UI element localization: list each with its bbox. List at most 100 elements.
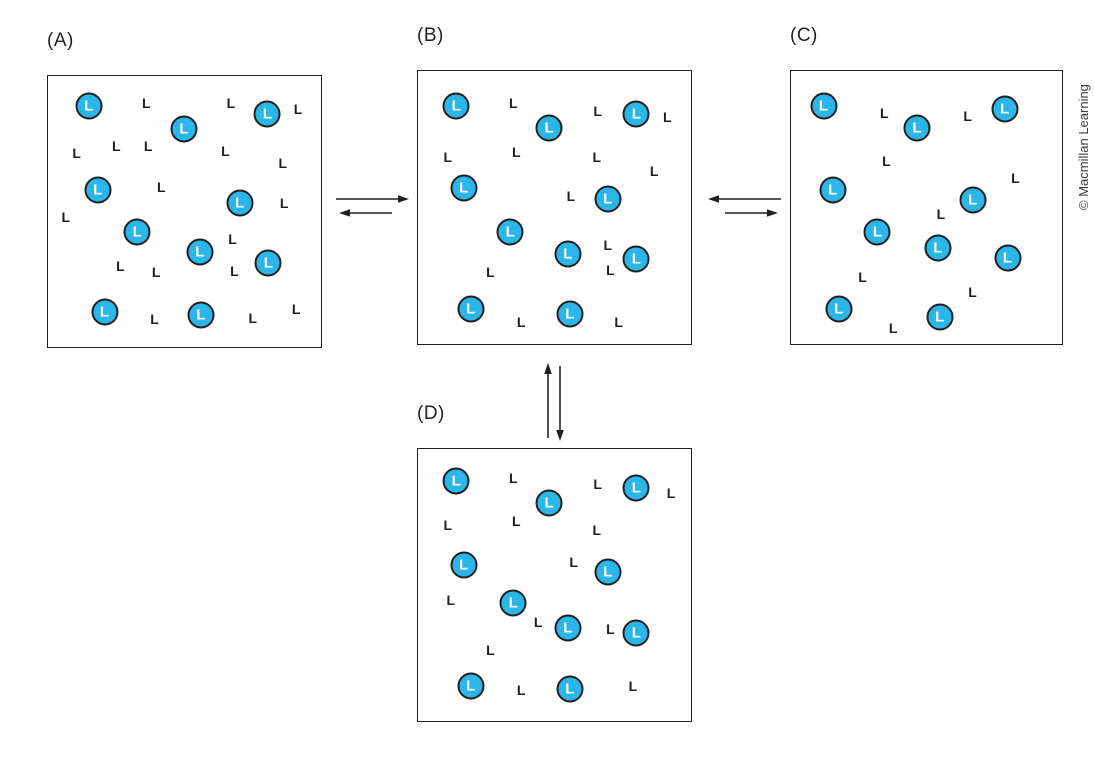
- bound-ligand-icon: L: [442, 92, 470, 120]
- free-ligand-label: L: [508, 469, 518, 486]
- bound-ligand-icon: L: [903, 114, 931, 142]
- bound-ligand-icon: L: [254, 249, 282, 277]
- free-ligand-label: L: [150, 311, 159, 328]
- free-ligand-label: L: [141, 95, 151, 112]
- free-ligand-label: L: [446, 591, 456, 608]
- free-ligand-label: L: [662, 108, 672, 125]
- bound-ligand-icon: L: [994, 244, 1022, 272]
- free-ligand-label: L: [116, 257, 125, 274]
- free-ligand-label: L: [858, 269, 867, 286]
- equilibrium-arrow-b-c: [708, 195, 781, 217]
- bound-ligand-icon: L: [556, 300, 584, 328]
- bound-ligand-icon: L: [123, 218, 151, 246]
- bound-ligand-icon: L: [594, 185, 622, 213]
- free-ligand-label: L: [592, 522, 602, 539]
- free-ligand-label: L: [111, 138, 121, 155]
- free-ligand-label: L: [61, 208, 71, 225]
- bound-ligand-icon: L: [187, 301, 215, 329]
- bound-ligand-icon: L: [556, 675, 584, 703]
- credit-text: © Macmillan Learning: [1076, 84, 1091, 210]
- free-ligand-label: L: [143, 138, 153, 155]
- bound-ligand-icon: L: [554, 240, 582, 268]
- bound-ligand-icon: L: [926, 303, 954, 331]
- free-ligand-label: L: [248, 310, 258, 327]
- free-ligand-label: L: [293, 100, 303, 117]
- bound-ligand-icon: L: [554, 614, 582, 642]
- free-ligand-label: L: [614, 314, 623, 331]
- bound-ligand-icon: L: [535, 489, 563, 517]
- free-ligand-label: L: [569, 554, 578, 571]
- bound-ligand-icon: L: [450, 551, 478, 579]
- free-ligand-label: L: [516, 314, 526, 331]
- bound-ligand-icon: L: [622, 619, 650, 647]
- free-ligand-label: L: [666, 484, 676, 501]
- free-ligand-label: L: [963, 107, 972, 124]
- free-ligand-label: L: [649, 163, 659, 180]
- bound-ligand-icon: L: [819, 176, 847, 204]
- free-ligand-label: L: [606, 262, 615, 279]
- bound-ligand-icon: L: [457, 295, 485, 322]
- bound-ligand-icon: L: [959, 186, 987, 214]
- panel-label-d: (D): [417, 403, 445, 424]
- bound-ligand-icon: L: [863, 218, 891, 246]
- panel-label-a: (A): [47, 30, 74, 51]
- free-ligand-label: L: [516, 681, 526, 698]
- free-ligand-label: L: [566, 188, 576, 205]
- free-ligand-label: L: [443, 517, 453, 534]
- bound-ligand-icon: L: [186, 238, 214, 266]
- free-ligand-label: L: [879, 104, 889, 121]
- free-ligand-label: L: [228, 230, 237, 247]
- free-ligand-label: L: [606, 620, 615, 637]
- free-ligand-label: L: [968, 284, 977, 301]
- free-ligand-label: L: [533, 613, 543, 630]
- free-ligand-label: L: [593, 475, 602, 492]
- free-ligand-label: L: [278, 154, 288, 171]
- bound-ligand-icon: L: [810, 92, 838, 120]
- free-ligand-label: L: [603, 236, 613, 253]
- free-ligand-label: L: [888, 320, 898, 337]
- bound-ligand-icon: L: [622, 100, 650, 128]
- equilibrium-arrow-a-b: [336, 195, 409, 217]
- bound-ligand-icon: L: [91, 298, 118, 326]
- bound-ligand-icon: L: [499, 589, 527, 617]
- bound-ligand-icon: L: [825, 295, 853, 323]
- bound-ligand-icon: L: [457, 672, 485, 700]
- bound-ligand-icon: L: [594, 558, 622, 586]
- free-ligand-label: L: [936, 206, 946, 223]
- bound-ligand-icon: L: [622, 245, 650, 273]
- panel-label-b: (B): [417, 25, 444, 46]
- bound-ligand-icon: L: [84, 176, 112, 204]
- free-ligand-label: L: [511, 512, 521, 529]
- free-ligand-label: L: [486, 641, 495, 658]
- bound-ligand-icon: L: [496, 218, 524, 246]
- bound-ligand-icon: L: [924, 234, 952, 262]
- bound-ligand-icon: L: [253, 100, 281, 128]
- bound-ligand-icon: L: [450, 174, 478, 202]
- bound-ligand-icon: L: [226, 189, 254, 217]
- free-ligand-label: L: [593, 102, 602, 119]
- free-ligand-label: L: [157, 179, 166, 196]
- equilibrium-arrow-b-d: [544, 363, 564, 441]
- free-ligand-label: L: [628, 677, 638, 694]
- bound-ligand-icon: L: [622, 474, 650, 502]
- free-ligand-label: L: [592, 149, 602, 166]
- free-ligand-label: L: [221, 142, 230, 159]
- free-ligand-label: L: [508, 94, 518, 111]
- free-ligand-label: L: [230, 263, 239, 280]
- free-ligand-label: L: [1011, 170, 1020, 187]
- free-ligand-label: L: [486, 264, 495, 281]
- panel-label-c: (C): [790, 25, 818, 46]
- free-ligand-label: L: [511, 144, 521, 161]
- bound-ligand-icon: L: [170, 115, 198, 143]
- bound-ligand-icon: L: [991, 95, 1019, 123]
- free-ligand-label: L: [291, 301, 301, 318]
- bound-ligand-icon: L: [442, 467, 470, 495]
- free-ligand-label: L: [882, 153, 891, 170]
- free-ligand-label: L: [279, 195, 289, 212]
- free-ligand-label: L: [151, 264, 161, 281]
